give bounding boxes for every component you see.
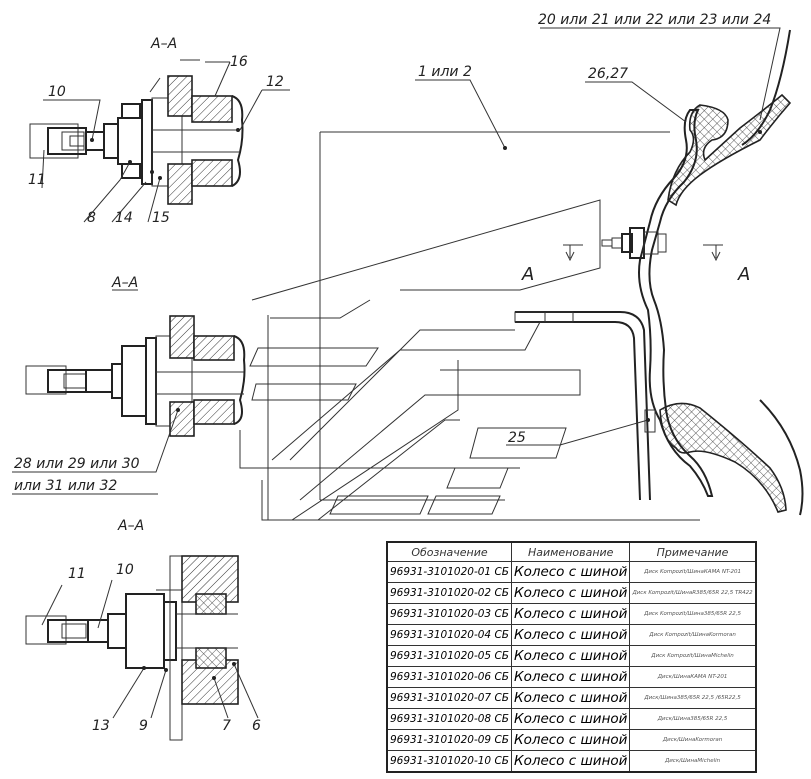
cell-code: 96931-3101020-01 СБ — [386, 561, 512, 583]
callout-25: 25 — [508, 430, 526, 446]
cell-code: 96931-3101020-03 СБ — [386, 603, 512, 625]
tire-section-upper — [667, 93, 792, 207]
callout-7: 7 — [222, 718, 231, 734]
callout-tire: 1 или 2 — [418, 64, 472, 80]
cell-name: Колесо с шиной — [510, 603, 631, 625]
callout-15: 15 — [152, 210, 170, 226]
callout-13: 13 — [92, 718, 110, 734]
specification-table: Обозначение Наименование Примечание 9693… — [386, 541, 757, 773]
cell-code: 96931-3101020-08 СБ — [386, 708, 512, 730]
drawing-labels: А–А А–А А–А А А 20 или 21 или 22 или 23 … — [14, 12, 771, 734]
callout-valve-line1: 28 или 29 или 30 — [14, 456, 140, 472]
header-note: Примечание — [629, 541, 757, 562]
section-mark-left: А — [521, 264, 534, 285]
disk-flange — [515, 311, 651, 501]
section-label-bot: А–А — [117, 518, 144, 534]
cell-code: 96931-3101020-06 СБ — [386, 666, 512, 688]
callout-disk: 20 или 21 или 22 или 23 или 24 — [538, 12, 771, 28]
cell-name: Колесо с шиной — [510, 666, 631, 688]
header-name: Наименование — [510, 541, 631, 562]
header-designation: Обозначение — [386, 541, 512, 562]
cell-name: Колесо с шиной — [510, 687, 631, 709]
callout-8: 8 — [87, 210, 96, 226]
cell-name: Колесо с шиной — [510, 561, 631, 583]
callout-11b: 11 — [68, 566, 86, 582]
tire-section-lower — [659, 402, 787, 513]
cell-note: Диск/Шина385/65R 22,5 /65R22,5 — [629, 687, 757, 709]
cell-code: 96931-3101020-04 СБ — [386, 624, 512, 646]
callout-26-27: 26,27 — [588, 66, 628, 82]
cell-name: Колесо с шиной — [510, 582, 631, 604]
section-top-view — [29, 59, 290, 223]
cell-name: Колесо с шиной — [510, 729, 631, 751]
table-header-row: Обозначение Наименование Примечание — [386, 541, 757, 562]
section-bottom-view — [25, 555, 259, 741]
cell-name: Колесо с шиной — [510, 708, 631, 730]
callout-10b: 10 — [116, 562, 134, 578]
cell-note: Диск/ШинаKormoran — [629, 729, 757, 751]
cell-code: 96931-3101020-07 СБ — [386, 687, 512, 709]
cell-name: Колесо с шиной — [510, 645, 631, 667]
callout-12: 12 — [266, 74, 284, 90]
cell-code: 96931-3101020-02 СБ — [386, 582, 512, 604]
cell-note: Диск/ШинаMichelin — [629, 750, 757, 773]
callout-16: 16 — [230, 54, 248, 70]
cell-note: Диск Kompozit/ШинаКАМА NT-201 — [629, 561, 757, 583]
cell-note: Диск/Шина385/65R 22,5 — [629, 708, 757, 730]
cell-name: Колесо с шиной — [510, 750, 631, 773]
section-middle-view — [12, 289, 246, 495]
callout-6: 6 — [252, 718, 261, 734]
callout-10a: 10 — [48, 84, 66, 100]
callout-9: 9 — [139, 718, 148, 734]
callout-valve-line2: или 31 или 32 — [14, 478, 117, 494]
cell-code: 96931-3101020-09 СБ — [386, 729, 512, 751]
cell-code: 96931-3101020-05 СБ — [386, 645, 512, 667]
cell-note: Диск Kompozit/ШинаMichelin — [629, 645, 757, 667]
rim-profile — [638, 109, 714, 497]
cell-name: Колесо с шиной — [510, 624, 631, 646]
callout-14: 14 — [115, 210, 133, 226]
cell-code: 96931-3101020-10 СБ — [386, 750, 512, 773]
section-label-mid: А–А — [111, 275, 138, 291]
section-mark-right: А — [737, 264, 750, 285]
cell-note: Диск Kompozit/ШинаR385/65R 22,5 TR422 — [629, 582, 757, 604]
cell-note: Диск Kompozit/Шина385/65R 22,5 — [629, 603, 757, 625]
section-label-top: А–А — [150, 36, 177, 52]
wheel-main-view — [239, 27, 804, 521]
callout-11a: 11 — [28, 172, 46, 188]
cell-note: Диск Kompozit/ШинаKormoran — [629, 624, 757, 646]
cell-note: Диск/ШинаКАМА NT-201 — [629, 666, 757, 688]
